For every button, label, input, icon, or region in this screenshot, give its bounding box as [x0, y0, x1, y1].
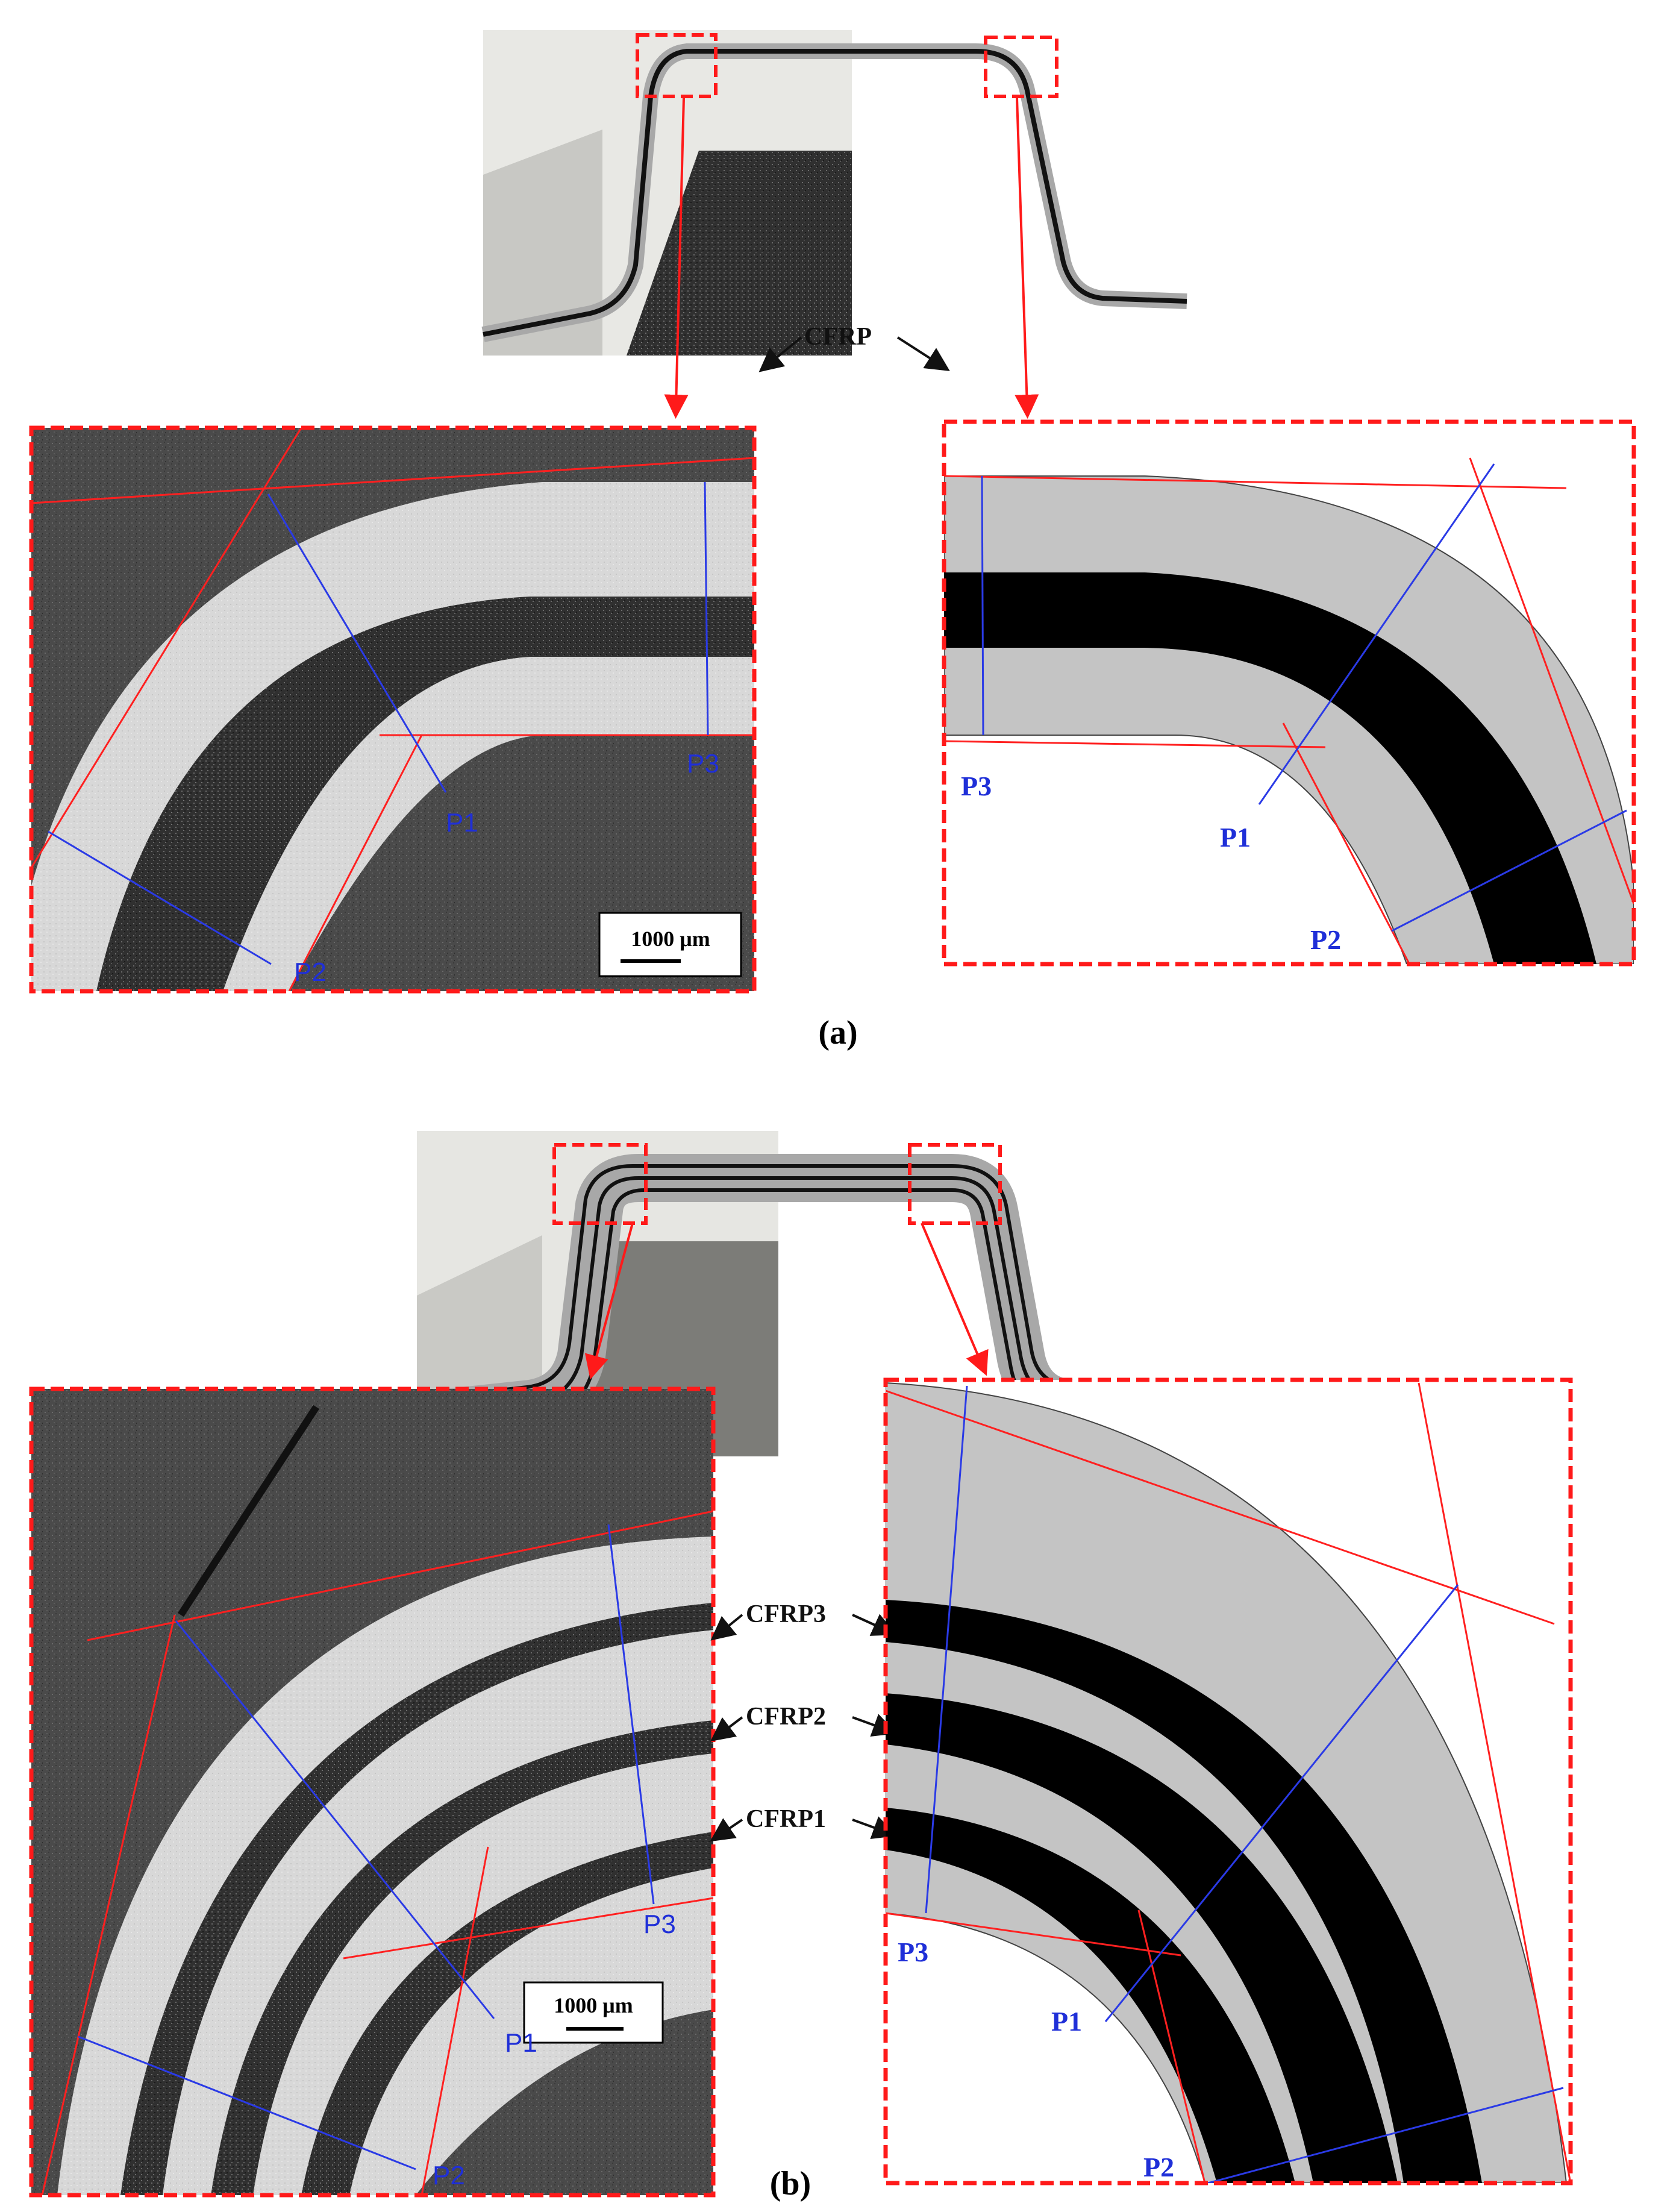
frame-right-b	[883, 1377, 1573, 2185]
p1-left-b: P1	[505, 2028, 537, 2058]
highlight-box-left-b	[552, 1143, 648, 1225]
cfrp1-label: CFRP1	[746, 1805, 826, 1833]
cfrp2-label: CFRP2	[746, 1703, 826, 1731]
p1-right-b: P1	[1051, 2006, 1082, 2037]
p1-right-a: P1	[1220, 822, 1251, 853]
p2-right-a: P2	[1310, 924, 1341, 955]
panel-label-b: (b)	[770, 2165, 811, 2202]
p3-right-a: P3	[961, 771, 992, 801]
p2-right-b: P2	[1143, 2152, 1174, 2182]
schematic-right-b	[886, 1380, 1571, 2183]
panel-label-a: (a)	[818, 1014, 857, 1051]
p2-left-b: P2	[433, 2161, 465, 2190]
p3-left-b: P3	[643, 1910, 676, 1939]
panel-a: 1000 μm P1 P2 P3 CFRP P1 P2 P3 (a)	[29, 30, 1636, 1051]
highlight-box-left-a	[636, 33, 718, 98]
specimen-photo-a	[481, 30, 1187, 419]
highlight-box-right-a	[984, 36, 1058, 98]
panel-b: 1000 μm P1 P2 P3 CFRP3 CFRP2 CFRP1	[29, 1131, 1573, 2202]
p3-left-a: P3	[687, 749, 719, 779]
scale-bar-box-a	[598, 912, 742, 977]
scale-bar-label-a: 1000 μm	[631, 927, 710, 951]
p2-left-a: P2	[294, 957, 327, 987]
highlight-box-right-b	[908, 1143, 1002, 1225]
cfrp3-label: CFRP3	[746, 1600, 826, 1628]
p1-left-a: P1	[446, 808, 478, 838]
frame-left-a	[29, 425, 757, 994]
scale-bar-label-b: 1000 μm	[554, 1993, 633, 2017]
cfrp-label-a: CFRP	[804, 323, 872, 351]
frame-left-b	[29, 1386, 716, 2198]
schematic-right-a	[944, 422, 1634, 964]
p3-right-b: P3	[898, 1937, 928, 1967]
scale-bar-box-b	[523, 1981, 664, 2044]
micrograph-left-b	[31, 1389, 713, 2195]
micrograph-left-a	[31, 428, 754, 991]
